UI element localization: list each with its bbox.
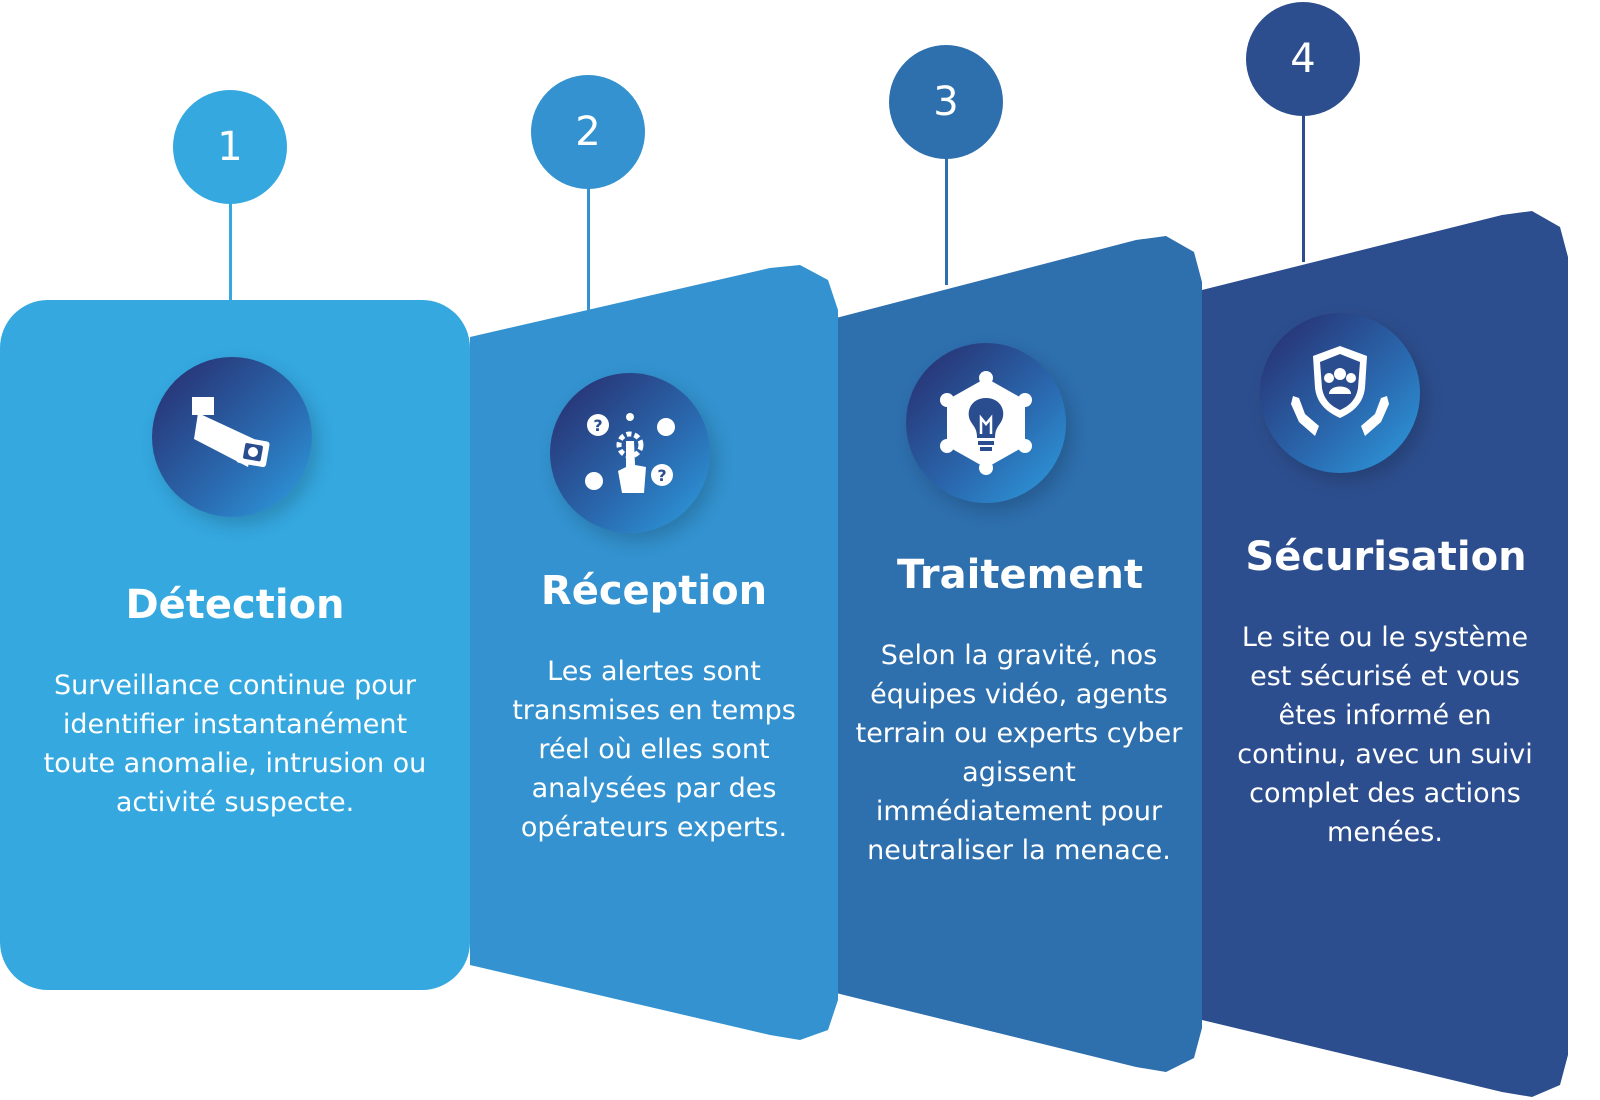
step-4-number: 4 (1290, 36, 1316, 82)
step-2-icon-circle: ? ? (550, 373, 710, 533)
step-1-number-badge: 1 (173, 90, 287, 204)
step-3-title: Traitement (897, 552, 1143, 598)
step-3-number: 3 (933, 79, 959, 125)
step-4-description: Le site ou le système est sécurisé et vo… (1237, 622, 1533, 848)
step-4-title: Sécurisation (1245, 534, 1527, 580)
step-3-number-badge: 3 (889, 45, 1003, 159)
step-2-connector (587, 185, 590, 310)
step-4-panel: Sécurisation Le site ou le système est s… (1202, 211, 1568, 1097)
step-2-panel: ? ? Réception Les alertes sont transmise… (470, 265, 838, 1040)
svg-text:?: ? (593, 416, 602, 435)
step-3-description: Selon la gravité, nos équipes vidéo, age… (855, 640, 1183, 866)
step-4-icon-circle (1260, 313, 1420, 473)
step-1-connector (229, 200, 232, 305)
step-1-description: Surveillance continue pour identifier in… (43, 670, 427, 818)
step-1-number: 1 (217, 124, 243, 170)
step-1-panel: Détection Surveillance continue pour ide… (0, 300, 470, 990)
alert-analysis-icon: ? ? (585, 413, 675, 493)
svg-text:?: ? (657, 466, 666, 485)
security-camera-icon (192, 397, 270, 468)
step-3-connector (945, 155, 948, 285)
step-2-title: Réception (540, 568, 768, 614)
step-2-number: 2 (575, 109, 601, 155)
step-3-panel: Traitement Selon la gravité, nos équipes… (836, 236, 1202, 1072)
lightbulb-network-icon (940, 371, 1032, 475)
step-2-description: Les alertes sont transmises en temps rée… (512, 656, 796, 843)
step-2-number-badge: 2 (531, 75, 645, 189)
step-4-connector (1302, 112, 1305, 262)
step-1-icon-circle (152, 357, 312, 517)
shield-hands-icon (1291, 346, 1389, 436)
step-3-icon-circle (906, 343, 1066, 503)
step-1-title: Détection (125, 582, 345, 628)
step-4-number-badge: 4 (1246, 2, 1360, 116)
